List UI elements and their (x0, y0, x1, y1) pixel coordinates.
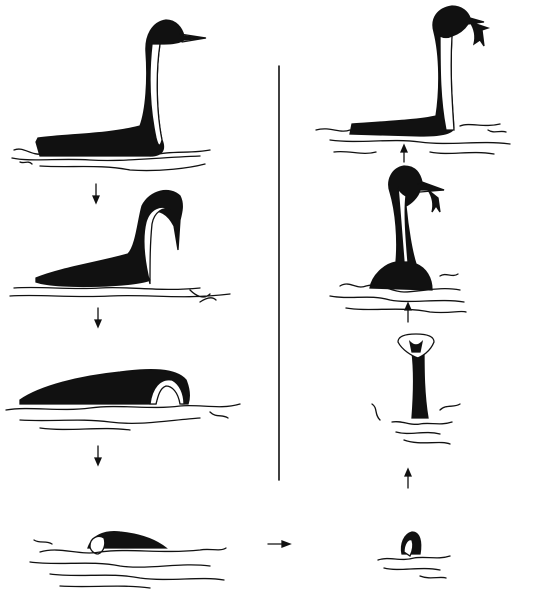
prey-fish (428, 190, 440, 212)
water-ripple (6, 404, 240, 430)
arrow-right (268, 541, 290, 547)
grebe-body (350, 6, 484, 136)
grebe-body (370, 166, 444, 290)
water-ripple (10, 287, 230, 302)
grebe-holding-prey-panel (330, 166, 466, 313)
arrow-up-1 (405, 469, 411, 488)
arrow-down-3 (95, 446, 101, 465)
arrow-up-2 (405, 303, 411, 322)
grebe-swimming-panel (12, 20, 210, 171)
water-ripple (378, 556, 450, 578)
grebe-neck-bending-panel (10, 191, 230, 302)
grebe-head-submerging-panel (6, 370, 240, 430)
arrow-up-3 (401, 145, 407, 162)
grebe-body (36, 191, 182, 287)
grebe-with-prey-panel (316, 6, 510, 154)
grebe-diving-panel (30, 532, 226, 588)
grebe-resurfacing-panel (378, 532, 450, 578)
grebe-neck (412, 352, 428, 418)
grebe-body (36, 20, 205, 156)
prey-fish (470, 22, 488, 46)
arrow-down-1 (93, 184, 99, 203)
arrow-down-2 (95, 308, 101, 327)
grebe-neck-emerging-panel (372, 334, 460, 444)
grebe-white-neck (144, 207, 170, 284)
